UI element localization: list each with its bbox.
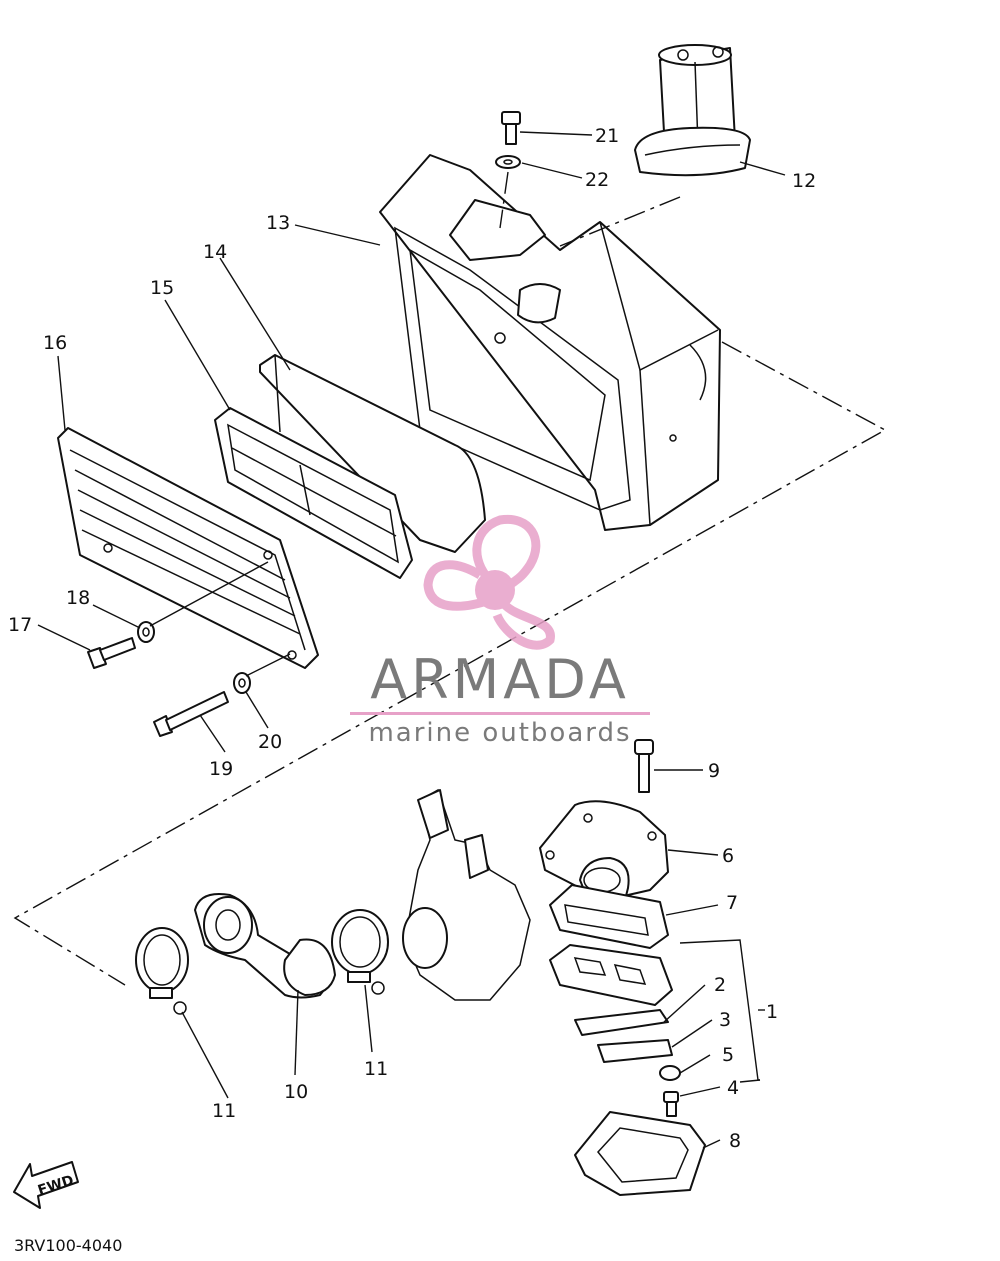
part-3-stopper: [597, 1039, 673, 1063]
callout-22: 22: [585, 169, 609, 191]
part-5-washer: [659, 1065, 681, 1081]
part-16-cover: [57, 427, 319, 669]
callout-10: 10: [284, 1081, 308, 1103]
part-14-element: [259, 354, 486, 553]
part-18-washer: [137, 621, 155, 643]
part-7-gasket: [549, 884, 669, 949]
part-20-washer: [233, 672, 251, 694]
part-11-clamp-left: [135, 927, 189, 1015]
part-15-element-frame: [214, 407, 413, 579]
callout-18: 18: [66, 587, 90, 609]
brand-underline: [350, 712, 650, 715]
callout-4: 4: [727, 1077, 739, 1099]
leader-lines: [37, 131, 786, 1149]
callout-14: 14: [203, 241, 227, 263]
callout-9: 9: [708, 760, 720, 782]
callout-1: 1: [766, 1001, 778, 1023]
part-1-reed-valve-assembly: [549, 944, 673, 1006]
part-11-clamp-right: [331, 909, 389, 995]
fwd-arrow-icon: FWD: [13, 1161, 79, 1209]
drawing-code: 3RV100-4040: [14, 1236, 123, 1255]
brand-tagline: marine outboards: [368, 718, 632, 748]
callout-3: 3: [719, 1009, 731, 1031]
callout-17: 17: [8, 614, 32, 636]
callout-11-right: 11: [364, 1058, 388, 1080]
brand-name: ARMADA: [370, 648, 630, 711]
callout-5: 5: [722, 1044, 734, 1066]
callout-19: 19: [209, 758, 233, 780]
callout-labels: 1 2 3 4 5 6 7 8 9 10 11 11 12 13 14 15 1…: [8, 125, 816, 1152]
callout-11-left: 11: [212, 1100, 236, 1122]
part-8-gasket: [574, 1111, 706, 1196]
part-12-intake-duct: [634, 44, 751, 177]
part-10-joint-hose: [194, 893, 336, 999]
section-boundary: [13, 341, 887, 986]
part-21-bolt: [501, 111, 521, 145]
part-2-reed: [574, 1009, 669, 1036]
callout-8: 8: [729, 1130, 741, 1152]
carburetor-outline: [402, 788, 531, 1001]
callout-7: 7: [726, 892, 738, 914]
callout-6: 6: [722, 845, 734, 867]
part-9-bolt: [634, 739, 654, 793]
part-22-washer: [495, 155, 521, 169]
propeller-logo-icon: [423, 514, 555, 650]
callout-2: 2: [714, 974, 726, 996]
callout-21: 21: [595, 125, 619, 147]
part-4-screw: [663, 1091, 679, 1117]
callout-15: 15: [150, 277, 174, 299]
part-17-screw: [87, 637, 136, 669]
callout-13: 13: [266, 212, 290, 234]
part-19-bolt: [153, 691, 229, 737]
brand-watermark: ARMADA marine outboards: [0, 650, 1000, 749]
callout-20: 20: [258, 731, 282, 753]
callout-12: 12: [792, 170, 816, 192]
callout-16: 16: [43, 332, 67, 354]
part-13-silencer-case: [379, 154, 721, 531]
